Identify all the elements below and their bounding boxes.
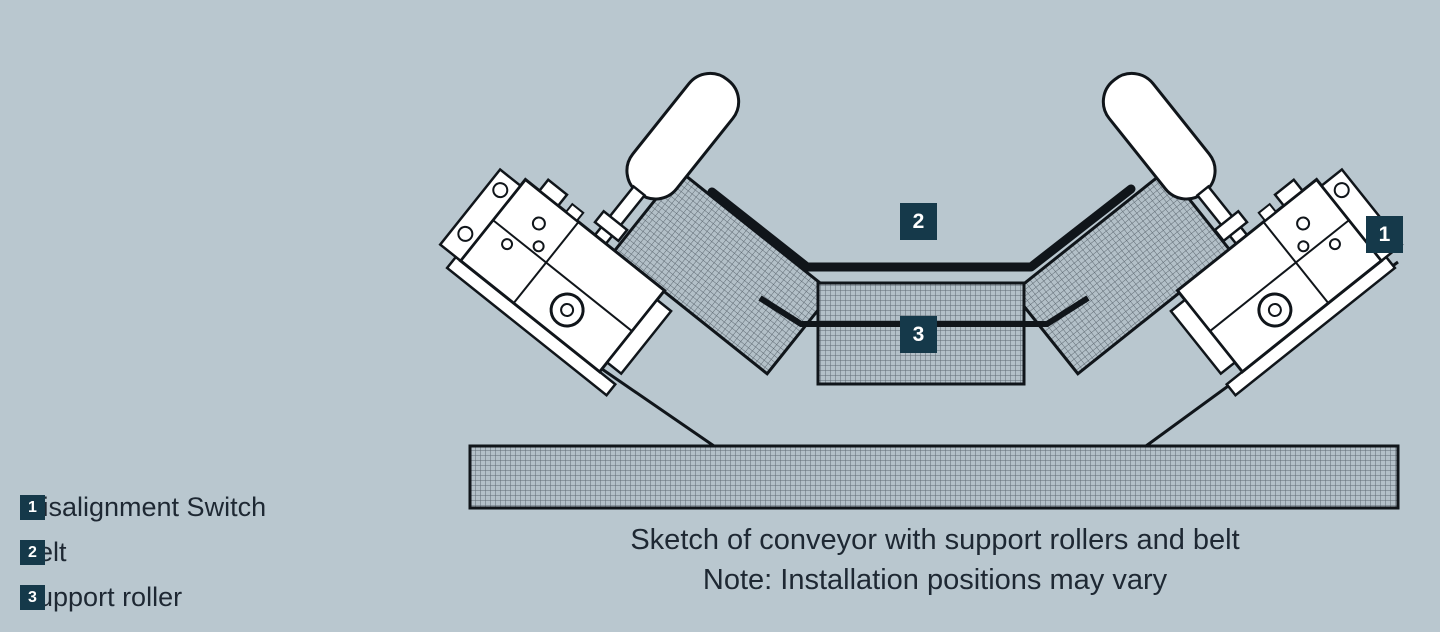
legend-label-misalignment-switch: Misalignment Switch: [20, 492, 267, 522]
belt-line: [707, 184, 1136, 272]
callout-badge-belt: 2: [900, 203, 937, 240]
legend-badge-2: 2: [20, 540, 45, 565]
legend-label-support-roller: Support roller: [20, 582, 183, 612]
legend: 1 Misalignment Switch 2 Belt 3 Support r…: [20, 492, 266, 613]
caption-line-1: Sketch of conveyor with support rollers …: [630, 524, 1240, 556]
legend-item-support-roller: 3 Support roller: [20, 582, 266, 613]
legend-badge-3: 3: [20, 585, 45, 610]
callout-badge-support-roller: 3: [900, 316, 937, 353]
right-side-roller: [1010, 168, 1234, 376]
legend-badge-1: 1: [20, 495, 45, 520]
diagram-caption: Sketch of conveyor with support rollers …: [465, 520, 1405, 600]
legend-item-misalignment-switch: 1 Misalignment Switch: [20, 492, 266, 523]
conveyor-frame-base: [468, 444, 1400, 510]
callout-badge-misalignment-switch: 1: [1366, 216, 1403, 253]
caption-line-2: Note: Installation positions may vary: [702, 564, 1168, 596]
legend-item-belt: 2 Belt: [20, 537, 266, 568]
